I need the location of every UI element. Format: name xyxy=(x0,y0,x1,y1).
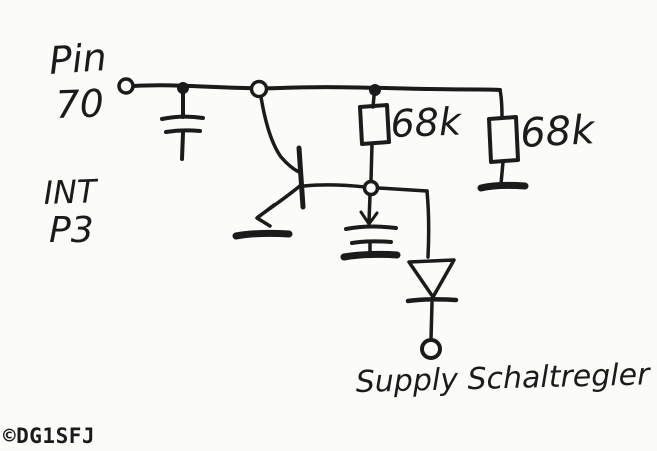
label-int: INT xyxy=(43,172,100,212)
label-pin-number: 70 xyxy=(55,81,105,127)
output-terminal xyxy=(420,338,442,360)
main-wire xyxy=(132,83,502,92)
resistor-value-label: 68k xyxy=(519,107,597,157)
label-supply-caption: Supply Schaltregler xyxy=(355,357,651,400)
ground-bar-capacitor xyxy=(340,250,401,261)
junction-dot-left xyxy=(177,82,189,94)
capacitor-plate-top xyxy=(344,224,398,231)
diode-branch xyxy=(376,186,459,360)
junction-ring-connector xyxy=(249,79,269,99)
branch-wire-vertical xyxy=(425,189,431,259)
resistor-lead-bottom xyxy=(369,142,374,183)
watermark: ©DG1SFJ xyxy=(3,424,96,448)
collector-lead xyxy=(302,183,367,189)
base-node-ring xyxy=(362,179,380,197)
input-filter-capacitor xyxy=(160,92,205,161)
label-p3: P3 xyxy=(49,210,94,251)
ground-bar-transistor xyxy=(232,229,293,240)
resistor-lead-bottom xyxy=(499,160,505,186)
branch-wire-horizontal xyxy=(376,186,429,193)
resistor-68k-left: 68k xyxy=(358,94,464,183)
resistor-68k-right: 68k xyxy=(477,88,597,192)
transistor-bar xyxy=(296,145,306,210)
capacitor-lead-top xyxy=(367,193,372,224)
emitter-arrowhead xyxy=(255,203,276,228)
resistor-body xyxy=(358,103,391,146)
transistor-top-lead xyxy=(259,95,301,174)
junction-dot-right xyxy=(369,84,381,96)
transistor xyxy=(232,95,367,240)
resistor-value-label: 68k xyxy=(390,99,464,145)
input-terminal xyxy=(117,77,135,95)
capacitor-plate-top xyxy=(160,114,205,121)
ground-bar-resistor xyxy=(477,181,529,192)
resistor-lead-top xyxy=(498,88,504,120)
diode-cathode-bar xyxy=(405,297,459,304)
output-lead xyxy=(429,301,434,342)
capacitor-plate-bottom xyxy=(164,128,202,134)
label-pin: Pin xyxy=(48,35,108,83)
pin70-net xyxy=(117,77,502,99)
diode-triangle xyxy=(407,258,456,299)
base-capacitor xyxy=(340,193,401,261)
capacitor-plate-bottom xyxy=(350,239,393,245)
capacitor-lead-bottom xyxy=(180,131,185,161)
resistor-body xyxy=(487,115,520,164)
down-arrowhead xyxy=(359,210,379,226)
